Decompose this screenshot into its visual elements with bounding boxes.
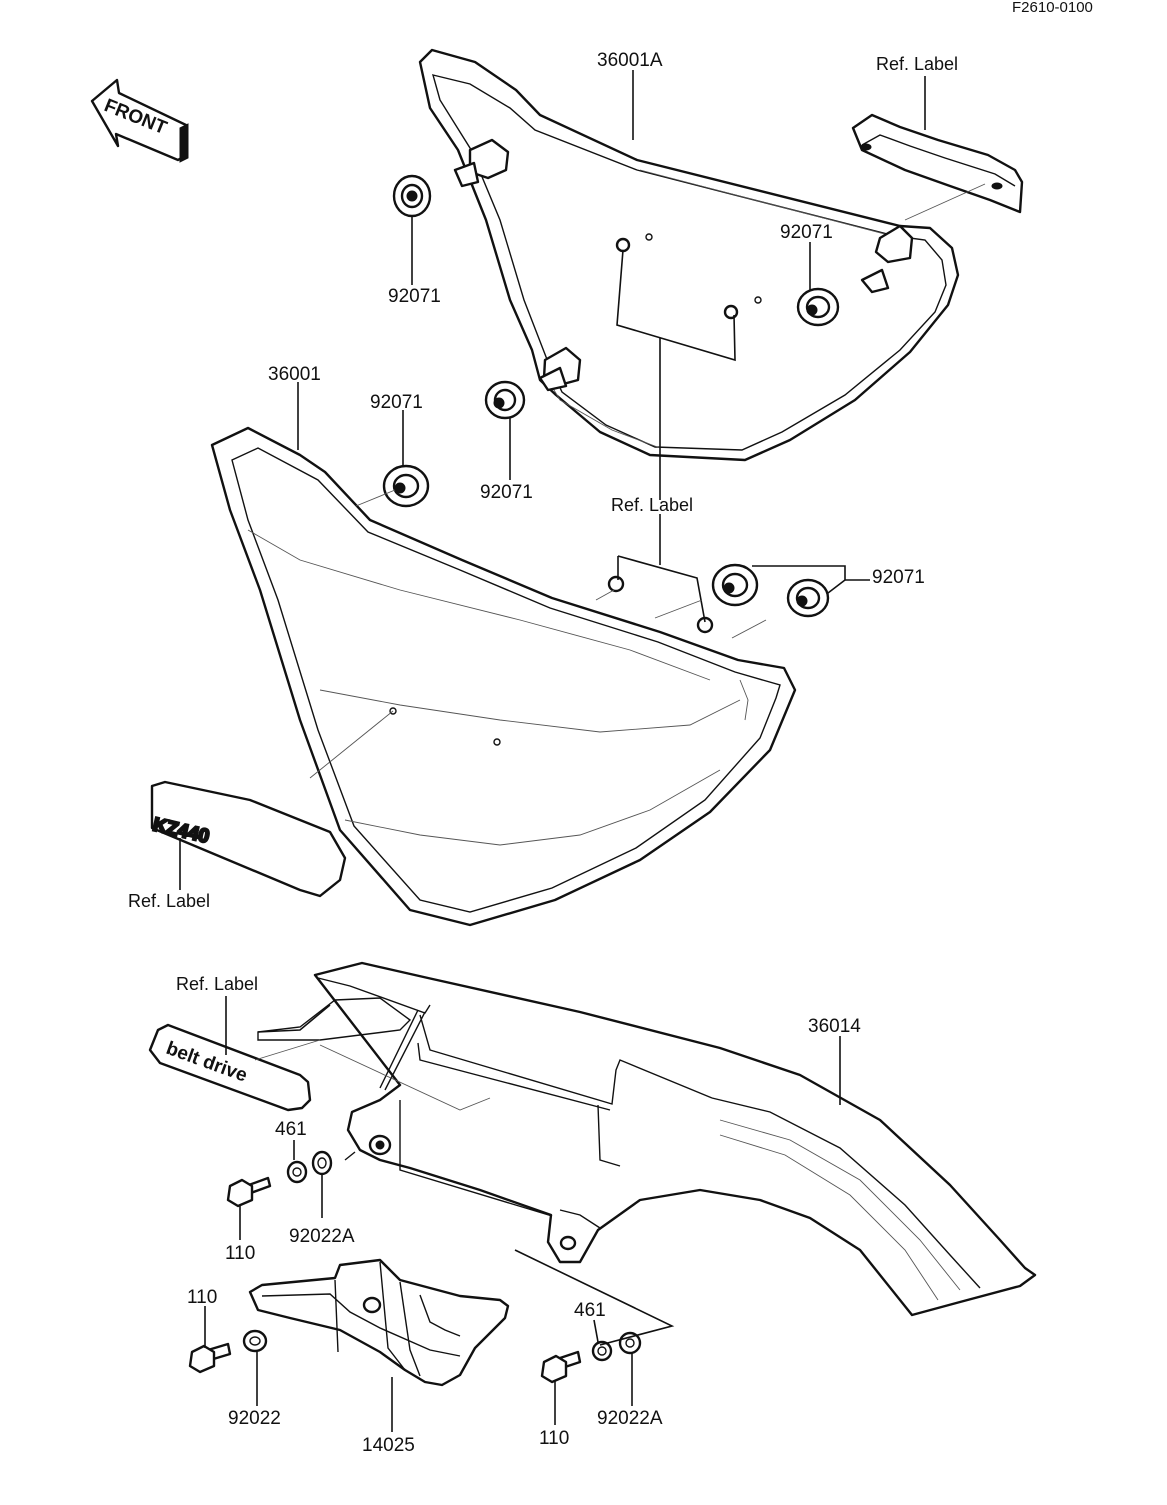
side-cover-left bbox=[210, 426, 797, 927]
washer-92022 bbox=[242, 1329, 268, 1353]
figure-code: F2610-0100 bbox=[1012, 0, 1093, 16]
label-92071-d: 92071 bbox=[480, 482, 533, 503]
label-92022a-b: 92022A bbox=[597, 1408, 663, 1429]
chain-case bbox=[257, 961, 1037, 1317]
label-ref-label-top: Ref. Label bbox=[876, 54, 958, 74]
label-ref-label-belt: Ref. Label bbox=[176, 974, 258, 994]
grommet-1 bbox=[392, 174, 432, 218]
grommet-3 bbox=[382, 464, 430, 508]
grommet-5 bbox=[711, 563, 759, 607]
grommet-2 bbox=[796, 287, 840, 327]
label-ref-label-middle: Ref. Label bbox=[611, 495, 693, 515]
washer-461-right bbox=[591, 1340, 613, 1362]
label-461-a: 461 bbox=[275, 1119, 307, 1140]
label-92071-b: 92071 bbox=[780, 222, 833, 243]
belt-drive-emblem: belt drive bbox=[148, 1023, 312, 1112]
label-92022: 92022 bbox=[228, 1408, 281, 1429]
label-110-a: 110 bbox=[225, 1243, 255, 1264]
label-110-b: 110 bbox=[187, 1287, 217, 1308]
label-36001: 36001 bbox=[268, 364, 321, 385]
label-ref-label-kz440: Ref. Label bbox=[128, 891, 210, 911]
label-92022a-a: 92022A bbox=[289, 1226, 355, 1247]
label-92071-e: 92071 bbox=[872, 567, 925, 588]
label-36001a: 36001A bbox=[597, 50, 663, 71]
chain-guard bbox=[248, 1258, 510, 1387]
leader-lines bbox=[179, 70, 986, 1432]
ref-label-plate-top bbox=[851, 113, 1024, 214]
kz440-emblem: KZ440 bbox=[150, 780, 347, 898]
grommet-4 bbox=[484, 380, 526, 420]
label-92071-c: 92071 bbox=[370, 392, 423, 413]
bolt-110-top bbox=[226, 1176, 272, 1208]
washer-461-top bbox=[286, 1160, 308, 1184]
bolt-110-left bbox=[188, 1342, 232, 1374]
bolt-110-right bbox=[540, 1350, 582, 1384]
washer-92022A-top bbox=[311, 1150, 333, 1176]
side-cover-right bbox=[418, 48, 960, 462]
clip-1 bbox=[607, 575, 625, 593]
label-92071-a: 92071 bbox=[388, 286, 441, 307]
label-461-b: 461 bbox=[574, 1300, 606, 1321]
label-36014: 36014 bbox=[808, 1016, 861, 1037]
front-arrow-icon: FRONT bbox=[90, 78, 189, 163]
label-110-c: 110 bbox=[539, 1428, 569, 1449]
label-14025: 14025 bbox=[362, 1435, 415, 1456]
grommet-6 bbox=[786, 578, 830, 618]
